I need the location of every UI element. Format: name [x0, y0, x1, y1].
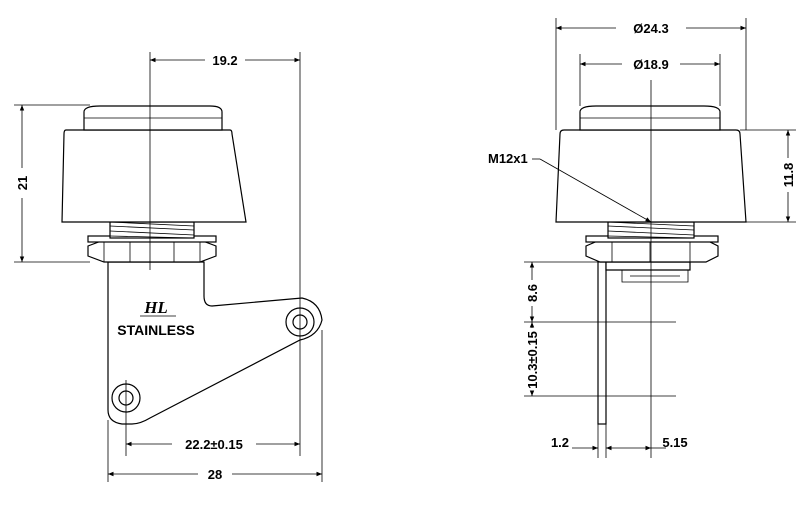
dim-outer-diameter: Ø24.3 — [633, 21, 668, 36]
front-thread — [109, 221, 195, 239]
brand-logo: HL — [143, 298, 168, 317]
side-bracket-tab — [621, 270, 689, 283]
side-hex-nut — [585, 235, 719, 263]
dim-width-top: 19.2 — [212, 53, 237, 68]
side-bracket-vertical — [597, 261, 607, 425]
brand-material: STAINLESS — [117, 322, 195, 338]
front-cap-body — [61, 129, 247, 223]
front-hex-nut — [87, 235, 217, 263]
front-view: 19.2 21 22.2±0.15 28 HL STAINLESS — [14, 52, 323, 482]
dim-bracket-offset-1: 8.6 — [525, 284, 540, 302]
dim-bracket-thickness: 1.2 — [551, 435, 569, 450]
dim-cap-diameter: Ø18.9 — [633, 57, 668, 72]
dim-body-height: 11.8 — [781, 163, 796, 188]
front-bracket-plate — [107, 261, 323, 425]
dim-bracket-offset-2: 10.3±0.15 — [525, 331, 540, 389]
dim-overall-width: 28 — [208, 467, 222, 482]
side-view: Ø24.3 Ø18.9 M12x1 11.8 8.6 10.3±0.15 — [488, 18, 796, 458]
side-bracket-flange — [605, 261, 691, 271]
dim-bracket-distance: 5.15 — [662, 435, 687, 450]
dim-hole-spacing: 22.2±0.15 — [185, 437, 243, 452]
dim-height: 21 — [15, 176, 30, 190]
label-thread: M12x1 — [488, 151, 528, 166]
